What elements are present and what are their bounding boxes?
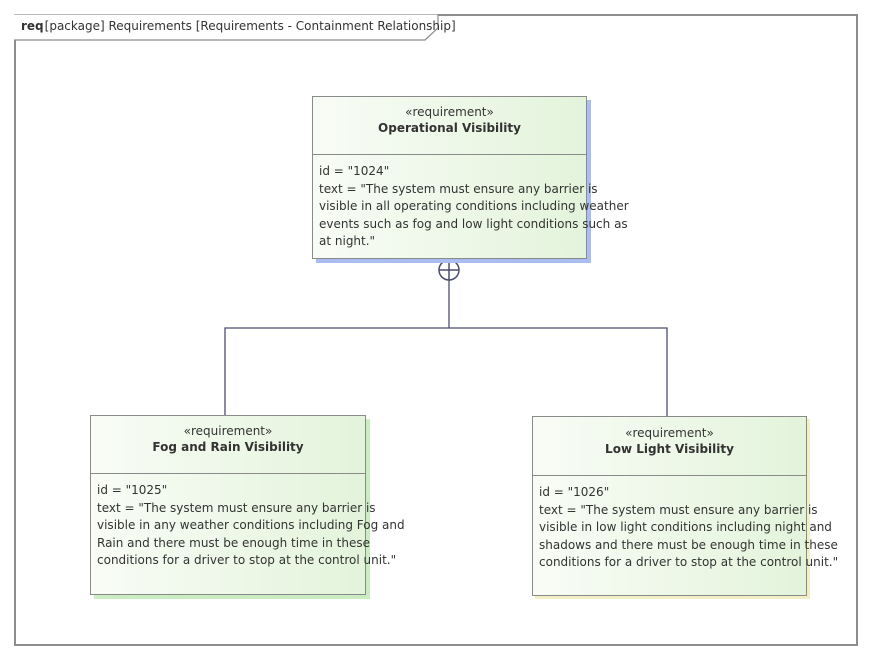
requirement-text-line: Rain and there must be enough time in th… <box>97 535 370 550</box>
requirement-properties: id = "1024" text = "The system must ensu… <box>313 155 629 251</box>
requirement-id: id = "1024" <box>319 164 390 178</box>
requirement-text-line: conditions for a driver to stop at the c… <box>539 555 839 569</box>
requirement-text-line: visible in any weather conditions includ… <box>97 518 405 532</box>
requirement-properties: id = "1025" text = "The system must ensu… <box>91 474 405 570</box>
frame-title: req[package] Requirements [Requirements … <box>21 19 456 33</box>
requirement-stereotype: «requirement» <box>625 426 714 440</box>
requirement-text-line: visible in all operating conditions incl… <box>319 199 629 213</box>
requirement-properties: id = "1026" text = "The system must ensu… <box>533 476 839 572</box>
requirement-name: Low Light Visibility <box>605 442 734 456</box>
requirement-id: id = "1026" <box>539 485 610 499</box>
requirement-text-line: visible in low light conditions includin… <box>539 520 832 534</box>
frame-title-text: [package] Requirements [Requirements - C… <box>44 19 456 33</box>
requirement-text-line: shadows and there must be enough time in… <box>539 537 838 552</box>
requirement-low-light-visibility[interactable]: «requirement» Low Light Visibility id = … <box>532 416 839 596</box>
requirement-header: «requirement» Operational Visibility <box>313 105 586 155</box>
requirement-text-line: text = "The system must ensure any barri… <box>539 502 818 517</box>
requirement-stereotype: «requirement» <box>405 105 494 119</box>
connector-to-low-light[interactable] <box>449 327 668 416</box>
frame-kind: req <box>21 19 44 33</box>
requirement-stereotype: «requirement» <box>183 424 273 438</box>
requirement-text-line: conditions for a driver to stop at the c… <box>97 553 397 567</box>
requirement-name: Operational Visibility <box>378 121 521 135</box>
requirement-header: «requirement» Fog and Rain Visibility <box>91 424 365 474</box>
requirement-operational-visibility[interactable]: «requirement» Operational Visibility id … <box>312 96 629 259</box>
requirement-id: id = "1025" <box>97 483 168 497</box>
connector-to-fog-and-rain[interactable] <box>224 327 449 415</box>
requirement-header: «requirement» Low Light Visibility <box>533 426 806 476</box>
frame-tab-shape <box>14 14 439 41</box>
requirement-text-line: at night." <box>319 234 376 248</box>
requirement-fog-and-rain-visibility[interactable]: «requirement» Fog and Rain Visibility id… <box>90 415 405 595</box>
requirement-name: Fog and Rain Visibility <box>152 440 304 454</box>
requirement-text-line: events such as fog and low light conditi… <box>319 216 628 231</box>
requirement-text-line: text = "The system must ensure any barri… <box>97 500 376 515</box>
requirement-text-line: text = "The system must ensure any barri… <box>319 181 598 196</box>
